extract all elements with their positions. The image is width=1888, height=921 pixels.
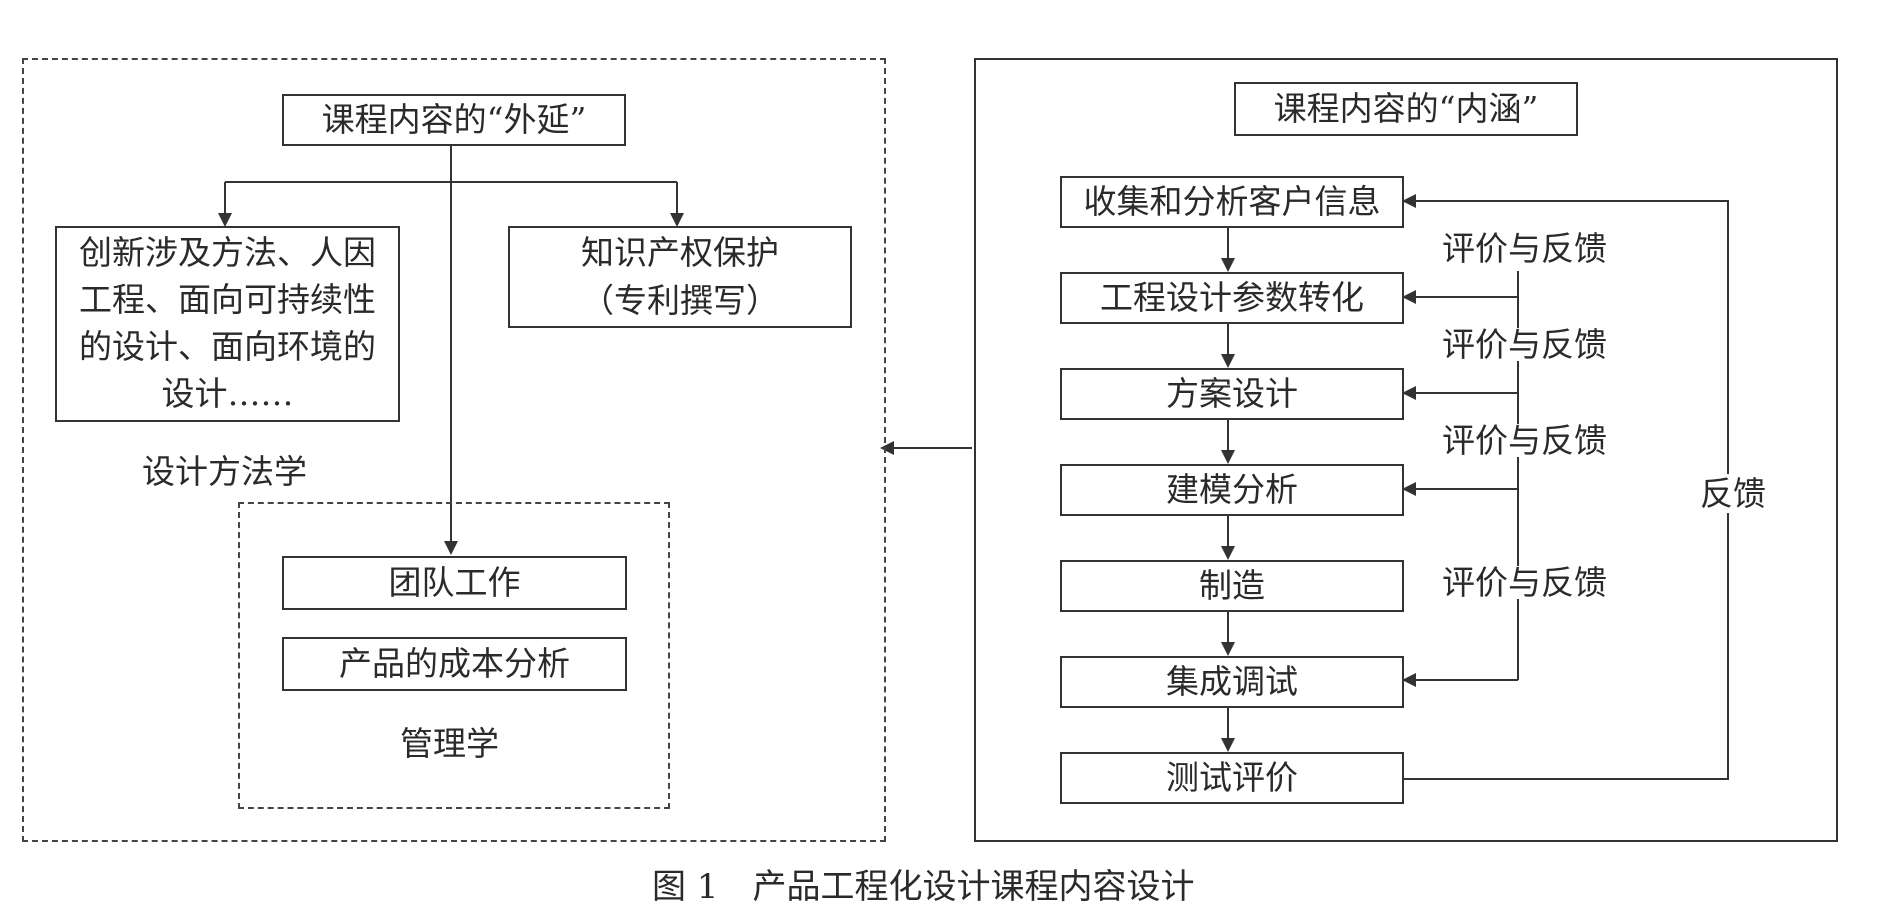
inner-content-title-box: 课程内容的“内涵”: [1234, 82, 1578, 136]
evaluation-feedback-label: 评价与反馈: [1440, 229, 1609, 268]
outer-content-title-box: 课程内容的“外延”: [282, 94, 626, 146]
management-group-frame: [238, 502, 670, 809]
step-test-evaluation: 测试评价: [1060, 752, 1404, 804]
ip-protection-line2: （专利撰写）: [581, 281, 779, 320]
step-text: 制造: [1199, 566, 1265, 606]
step-modeling-analysis: 建模分析: [1060, 464, 1404, 516]
outer-content-title: 课程内容的“外延”: [321, 100, 587, 140]
step-concept-design: 方案设计: [1060, 368, 1404, 420]
management-label: 管理学: [400, 724, 499, 763]
step-text: 收集和分析客户信息: [1083, 182, 1381, 222]
step-text: 测试评价: [1166, 758, 1298, 798]
design-methodology-label: 设计方法学: [142, 452, 307, 491]
design-methods-text: 创新涉及方法、人因工程、面向可持续性的设计、面向环境的设计……: [79, 233, 376, 413]
inner-content-title: 课程内容的“内涵”: [1273, 89, 1539, 129]
step-text: 工程设计参数转化: [1100, 278, 1364, 318]
evaluation-feedback-label: 评价与反馈: [1440, 325, 1609, 364]
inner-content-frame: [974, 58, 1838, 842]
teamwork-text: 团队工作: [388, 563, 521, 603]
step-engineering-parameters: 工程设计参数转化: [1060, 272, 1404, 324]
step-integration-debug: 集成调试: [1060, 656, 1404, 708]
teamwork-box: 团队工作: [282, 556, 627, 610]
outer-content-frame: [22, 58, 886, 842]
figure-caption: 图 1 产品工程化设计课程内容设计: [652, 867, 1195, 907]
ip-protection-box: 知识产权保护 （专利撰写）: [508, 226, 852, 328]
step-manufacturing: 制造: [1060, 560, 1404, 612]
design-methods-box: 创新涉及方法、人因工程、面向可持续性的设计、面向环境的设计……: [55, 226, 400, 422]
ip-protection-line1: 知识产权保护: [581, 233, 779, 273]
evaluation-feedback-label: 评价与反馈: [1440, 563, 1609, 602]
step-text: 建模分析: [1166, 470, 1298, 510]
step-text: 集成调试: [1166, 662, 1298, 702]
cost-analysis-box: 产品的成本分析: [282, 637, 627, 691]
feedback-label: 反馈: [1698, 474, 1768, 513]
evaluation-feedback-label: 评价与反馈: [1440, 421, 1609, 460]
step-text: 方案设计: [1166, 374, 1298, 414]
cost-analysis-text: 产品的成本分析: [339, 644, 570, 684]
step-collect-customer-info: 收集和分析客户信息: [1060, 176, 1404, 228]
